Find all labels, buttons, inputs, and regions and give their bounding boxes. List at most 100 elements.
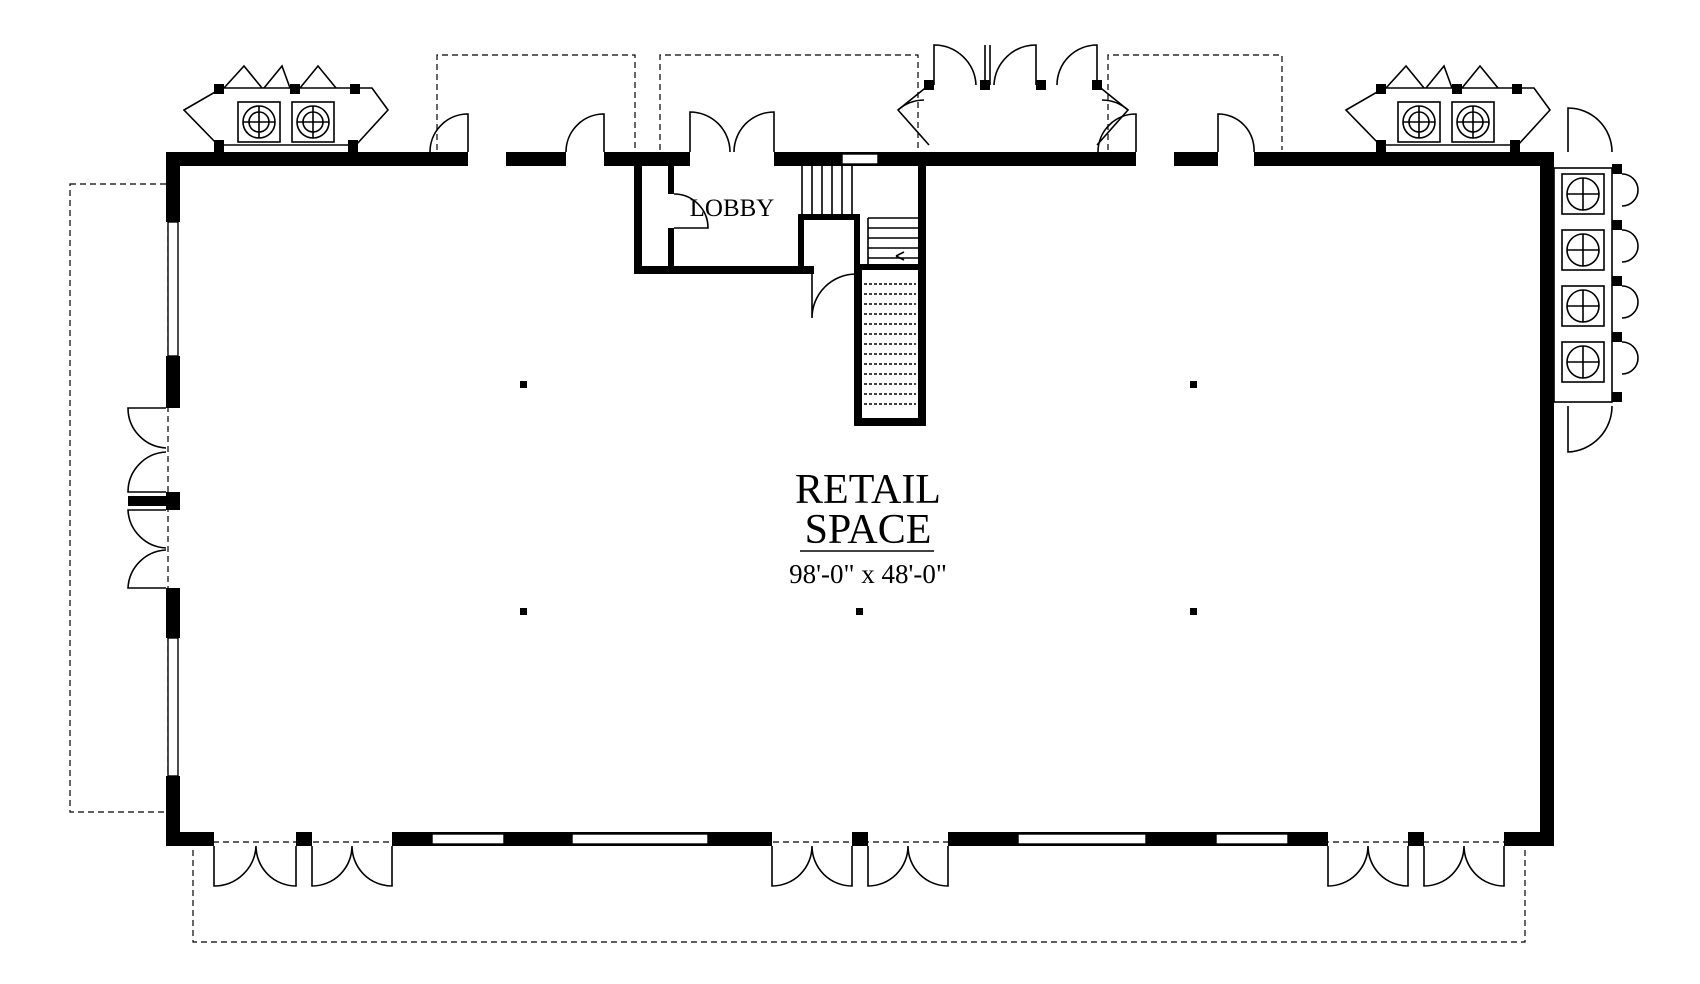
south-wall-seg (852, 832, 868, 846)
double-door-swing (771, 845, 853, 887)
door-swing (1567, 107, 1613, 153)
south-wall-seg (1408, 832, 1424, 846)
lobby-label: LOBBY (690, 195, 775, 222)
ne-mechanical-enclosure (1344, 64, 1552, 152)
louvered-gate (223, 64, 337, 89)
door-swing (673, 193, 709, 229)
bay-side-wall (896, 84, 930, 146)
mullion (128, 496, 166, 506)
north-wall-seg (934, 152, 1136, 166)
post (1376, 84, 1386, 94)
window (1215, 833, 1289, 845)
window (571, 833, 709, 845)
south-doors (213, 845, 1505, 887)
double-door-swing (213, 845, 297, 887)
west-doors (127, 407, 167, 589)
west-wall-seg (166, 356, 180, 408)
stair-wall (854, 418, 926, 426)
post (1612, 164, 1622, 174)
window (431, 833, 505, 845)
fan-cross (243, 106, 329, 138)
north-wall-seg (1254, 152, 1554, 166)
column (520, 608, 527, 615)
fan-cross (1567, 178, 1599, 378)
east-mechanical-enclosure (1553, 107, 1639, 453)
stair-wall (860, 264, 924, 270)
west-wall-seg (166, 152, 180, 222)
north-entry-bay (896, 44, 1130, 146)
double-door-swing (1327, 845, 1409, 887)
lobby-wall (634, 266, 814, 274)
double-door-swing (933, 44, 1037, 86)
stair-wall (854, 214, 860, 274)
west-wall-seg (166, 492, 180, 510)
north-wall-seg (506, 152, 566, 166)
door-swing (1567, 405, 1613, 453)
window (167, 221, 179, 357)
lobby-wall (668, 164, 674, 194)
stair-treads (801, 166, 853, 214)
post (1512, 84, 1522, 94)
post (1376, 140, 1386, 152)
enclosure-outline (1344, 87, 1552, 146)
room-name-line2: SPACE (805, 507, 932, 553)
lobby-wall (634, 164, 642, 274)
north-canopy-outline-1 (436, 54, 636, 150)
stair-treads (867, 217, 918, 264)
double-door-swing (867, 845, 949, 887)
post (290, 84, 300, 94)
door-swing (1101, 99, 1129, 111)
window (167, 637, 179, 777)
lobby-core (634, 153, 926, 426)
north-canopy-outline-3 (1107, 54, 1283, 150)
double-door-swing (127, 509, 167, 589)
post (350, 84, 360, 94)
hvac-unit (1451, 101, 1495, 143)
west-wall-seg (166, 588, 180, 638)
window (1017, 833, 1147, 845)
double-door-swing (127, 407, 167, 493)
post (1452, 84, 1462, 94)
door-swing (429, 113, 469, 153)
hvac-unit (1561, 285, 1605, 327)
north-doors (429, 111, 1255, 153)
column (1190, 608, 1197, 615)
louvered-gate (1385, 64, 1499, 89)
stair-wall (854, 264, 862, 426)
north-wall-seg (604, 152, 690, 166)
door-leaf (984, 45, 991, 85)
room-dimensions: 98'-0" x 48'-0" (789, 559, 947, 589)
north-wall-seg (1174, 152, 1218, 166)
hvac-unit (1561, 173, 1605, 215)
stair-arrow-icon (895, 251, 905, 261)
nw-mechanical-enclosure (182, 64, 390, 152)
room-name-line1: RETAIL (795, 467, 941, 513)
double-door-swing (689, 111, 775, 153)
post (1612, 220, 1622, 230)
post (1036, 80, 1046, 90)
window (841, 153, 879, 165)
west-wall-seg (166, 776, 180, 846)
column (520, 381, 527, 388)
louvered-gate (1621, 173, 1639, 375)
hvac-unit (237, 101, 281, 143)
door-swing (1217, 113, 1255, 153)
stair-wall (798, 214, 804, 274)
door-swing (897, 99, 925, 111)
columns (520, 381, 1197, 615)
post (1612, 392, 1622, 402)
stair-wall (798, 214, 860, 220)
hvac-unit (1561, 341, 1605, 383)
hvac-unit (291, 101, 335, 143)
north-canopy-outline-2 (659, 54, 919, 150)
stair-wall (918, 164, 926, 426)
double-door-swing (311, 845, 393, 887)
enclosure-outline (182, 87, 390, 146)
lobby-wall (668, 228, 674, 268)
post (214, 84, 224, 94)
post (348, 140, 358, 152)
column (856, 608, 863, 615)
hvac-unit (1397, 101, 1441, 143)
east-wall (1540, 152, 1554, 846)
